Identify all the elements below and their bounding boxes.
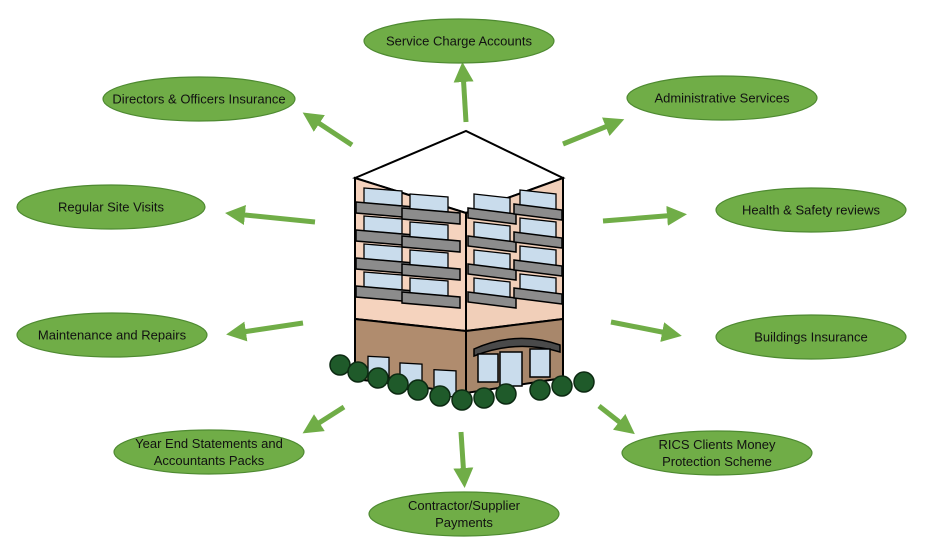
arrow-to-rics-clients-money bbox=[597, 404, 635, 435]
bush-icon bbox=[551, 375, 573, 397]
building-balcony bbox=[467, 207, 517, 225]
node-label: Regular Site Visits bbox=[58, 200, 164, 215]
node-label: Accountants Packs bbox=[154, 453, 265, 468]
apartment-building-icon bbox=[329, 129, 595, 411]
node-administrative-services: Administrative Services bbox=[626, 75, 818, 121]
building-balcony bbox=[401, 291, 461, 309]
node-label: Protection Scheme bbox=[662, 454, 772, 469]
node-service-charge-accounts: Service Charge Accounts bbox=[363, 18, 555, 64]
node-maintenance-and-repairs: Maintenance and Repairs bbox=[16, 312, 208, 358]
node-label: RICS Clients Money bbox=[658, 437, 776, 452]
bush-icon bbox=[407, 379, 429, 401]
node-label: Administrative Services bbox=[654, 91, 790, 106]
node-directors-officers-insurance: Directors & Officers Insurance bbox=[102, 76, 296, 122]
node-label: Health & Safety reviews bbox=[742, 203, 881, 218]
node-label: Maintenance and Repairs bbox=[38, 328, 187, 343]
node-shape bbox=[16, 184, 206, 230]
building-balcony bbox=[401, 207, 461, 225]
building-balcony bbox=[513, 203, 563, 221]
building-balcony bbox=[401, 263, 461, 281]
arrow-to-administrative-services bbox=[562, 117, 625, 147]
building-balcony bbox=[513, 231, 563, 249]
building-balcony bbox=[467, 235, 517, 253]
node-shape bbox=[102, 76, 296, 122]
node-shape bbox=[621, 430, 813, 476]
arrow-to-year-end-statements bbox=[302, 404, 346, 434]
bush-icon bbox=[529, 379, 551, 401]
building-balcony bbox=[513, 287, 563, 305]
arrow-to-contractor-supplier-payments bbox=[453, 431, 474, 488]
node-buildings-insurance: Buildings Insurance bbox=[715, 314, 907, 360]
bush-icon bbox=[495, 383, 517, 405]
node-shape bbox=[113, 429, 305, 475]
node-label: Service Charge Accounts bbox=[386, 34, 532, 49]
bush-icon bbox=[387, 373, 409, 395]
bush-icon bbox=[451, 389, 473, 411]
node-shape bbox=[16, 312, 208, 358]
node-shape bbox=[715, 314, 907, 360]
node-shape bbox=[368, 491, 560, 537]
node-label: Buildings Insurance bbox=[754, 330, 867, 345]
node-shape bbox=[626, 75, 818, 121]
node-label: Payments bbox=[435, 515, 493, 530]
building-balcony bbox=[467, 291, 517, 309]
node-health-safety-reviews: Health & Safety reviews bbox=[715, 187, 907, 233]
arrow-to-maintenance-and-repairs bbox=[226, 320, 304, 342]
node-shape bbox=[363, 18, 555, 64]
arrow-to-regular-site-visits bbox=[225, 205, 316, 225]
node-label: Contractor/Supplier bbox=[408, 498, 521, 513]
bush-icon bbox=[473, 387, 495, 409]
bush-icon bbox=[573, 371, 595, 393]
bush-icon bbox=[367, 367, 389, 389]
node-regular-site-visits: Regular Site Visits bbox=[16, 184, 206, 230]
arrow-to-service-charge-accounts bbox=[453, 62, 474, 123]
node-shape bbox=[715, 187, 907, 233]
bush-icon bbox=[347, 361, 369, 383]
node-label: Year End Statements and bbox=[135, 436, 283, 451]
arrow-to-directors-officers-insurance bbox=[302, 112, 354, 148]
arrow-to-health-safety-reviews bbox=[602, 205, 687, 226]
building-balcony bbox=[467, 263, 517, 281]
building-balcony bbox=[401, 235, 461, 253]
bush-icon bbox=[329, 354, 351, 376]
bush-icon bbox=[429, 385, 451, 407]
building-balcony bbox=[513, 259, 563, 277]
node-label: Directors & Officers Insurance bbox=[112, 92, 285, 107]
arrow-to-buildings-insurance bbox=[610, 319, 682, 342]
